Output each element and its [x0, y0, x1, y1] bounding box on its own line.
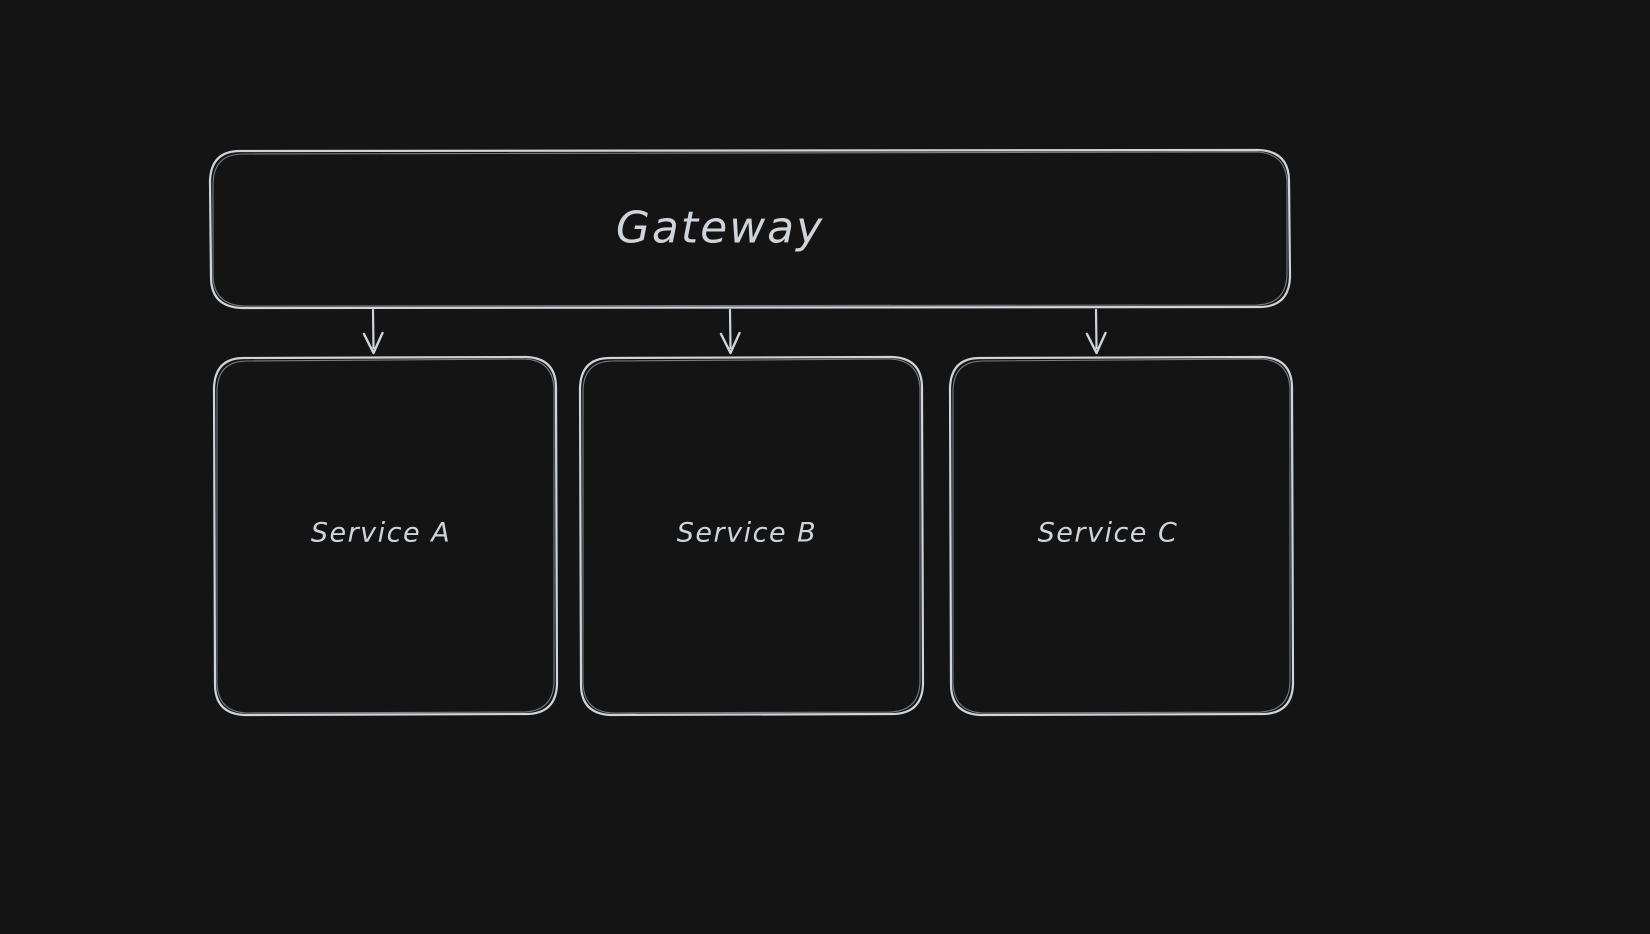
- arrow-gateway-to-service-a[interactable]: [362, 308, 384, 355]
- service-c-label: Service C: [1037, 517, 1179, 549]
- arrow-gateway-to-service-b[interactable]: [719, 308, 741, 355]
- service-a-label: Service A: [310, 517, 452, 549]
- service-b-label: Service B: [676, 517, 818, 549]
- gateway-box[interactable]: [208, 148, 1292, 310]
- service-b-box[interactable]: [578, 355, 925, 717]
- service-a-box[interactable]: [212, 355, 559, 717]
- arrow-gateway-to-service-c[interactable]: [1085, 308, 1107, 355]
- gateway-label: Gateway: [615, 202, 825, 254]
- service-c-box[interactable]: [948, 355, 1295, 717]
